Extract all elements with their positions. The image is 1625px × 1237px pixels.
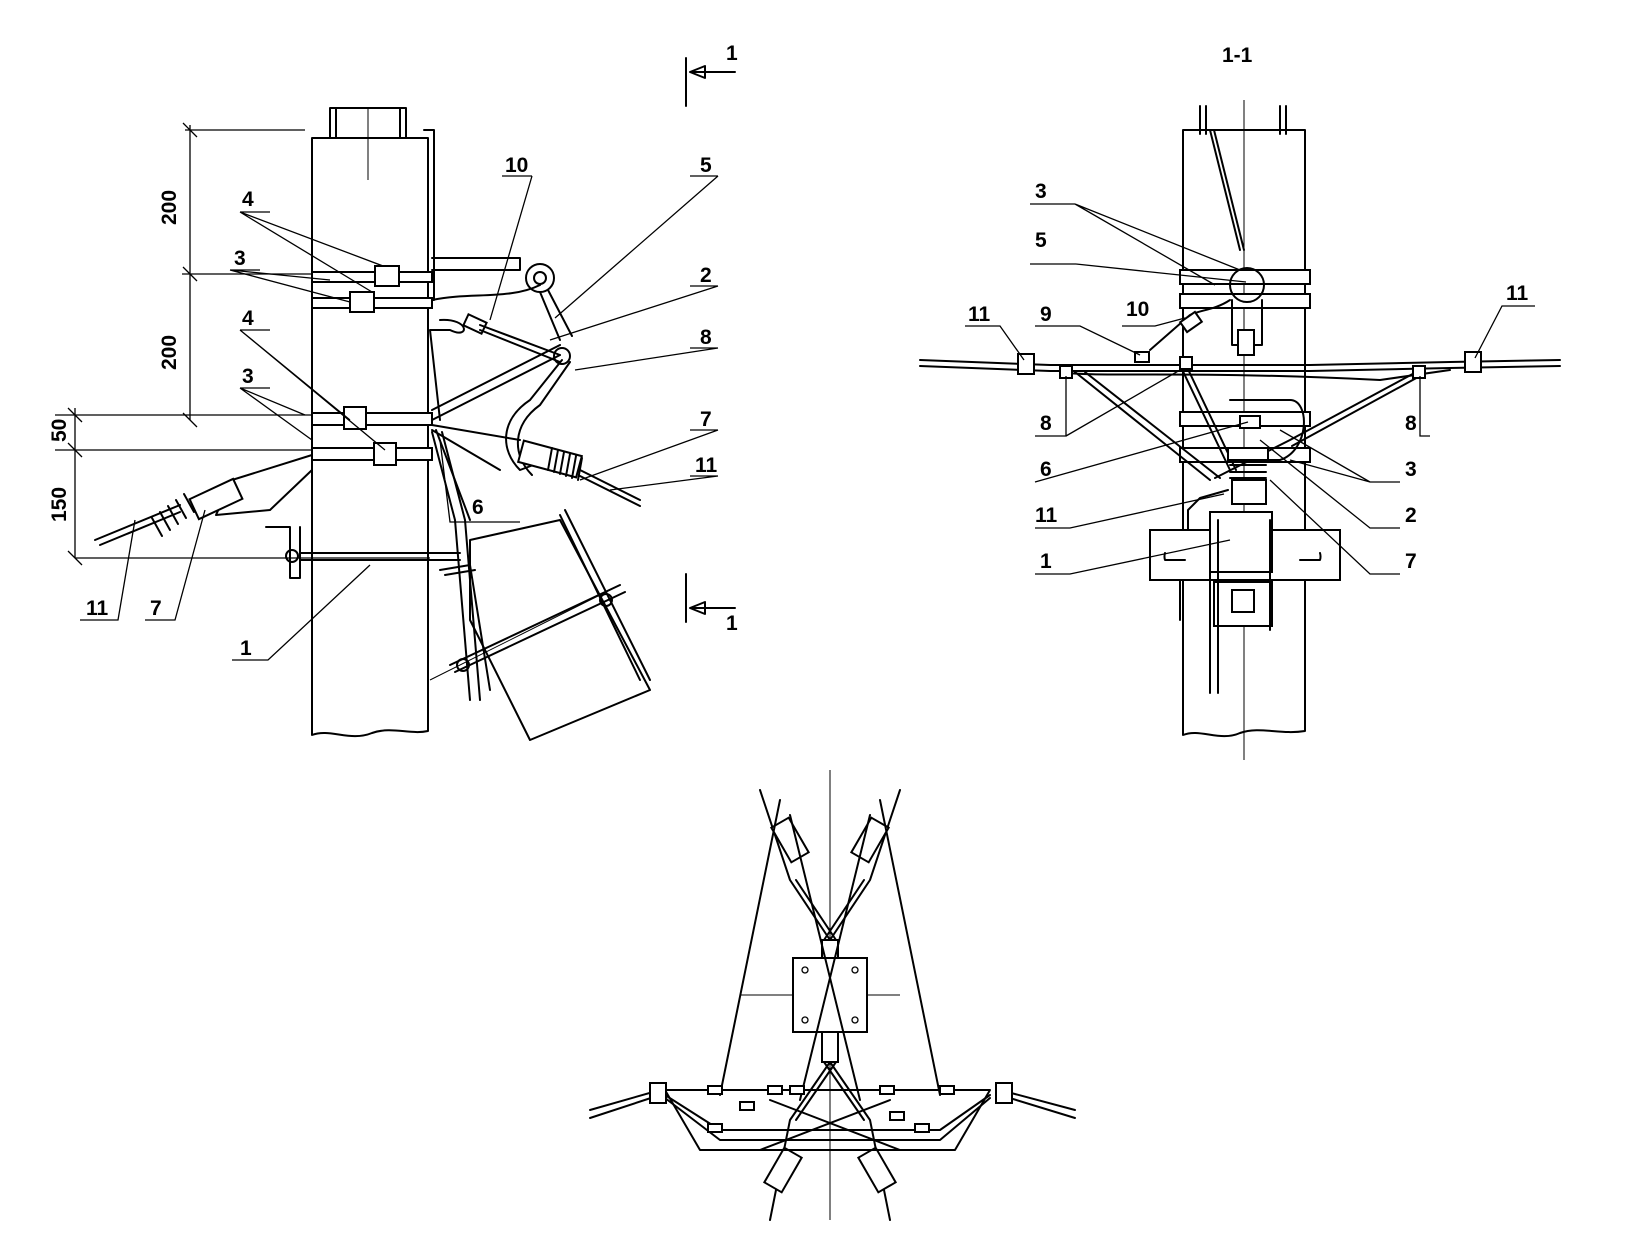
section-callouts: 3 5 11 9 10 11 8 8 6 3 11 2 1 7 <box>968 180 1529 573</box>
callout-1: 1 <box>240 637 252 660</box>
dim-200-bottom: 200 <box>158 335 181 370</box>
callout-10: 10 <box>505 154 528 177</box>
callout-3-top: 3 <box>1035 180 1047 203</box>
through-bolt <box>265 526 461 579</box>
callout-5: 5 <box>700 154 712 177</box>
callout-11-left: 11 <box>968 303 991 326</box>
callout-6: 6 <box>1040 458 1052 481</box>
plan-wires <box>589 799 1076 1151</box>
section-leaders <box>965 203 1535 575</box>
cabinet-box <box>429 509 651 741</box>
callout-4-bottom: 4 <box>242 307 254 330</box>
pole-clamps <box>311 265 433 466</box>
callout-2: 2 <box>1405 504 1417 527</box>
section-mark-bottom: 1 <box>726 612 738 635</box>
plan-view <box>589 770 1076 1221</box>
callout-9: 9 <box>1040 303 1052 326</box>
callout-11-bottom: 11 <box>1035 504 1058 527</box>
section-mark: 1 1 <box>685 42 738 635</box>
dim-200-top: 200 <box>158 190 181 225</box>
dim-150: 150 <box>48 487 71 522</box>
right-insulator <box>516 439 641 507</box>
callout-7: 7 <box>1405 550 1417 573</box>
callout-8-left: 8 <box>1040 412 1052 435</box>
callout-11-right: 11 <box>1506 282 1529 305</box>
section-title: 1-1 <box>1222 44 1253 67</box>
pole-section <box>1182 100 1306 760</box>
callout-11-right: 11 <box>695 454 718 477</box>
bracket-and-wires <box>429 257 573 701</box>
section-view-1-1: 1-1 <box>919 44 1561 760</box>
callout-4-top: 4 <box>242 188 254 211</box>
callout-3-bottom: 3 <box>1405 458 1417 481</box>
side-elevation-view: 1 1 200 200 50 150 <box>48 42 738 741</box>
leader-lines <box>80 175 719 661</box>
section-bracket <box>1149 267 1265 356</box>
callout-11-left: 11 <box>86 597 109 620</box>
dim-50: 50 <box>48 419 71 442</box>
section-bolt-bracket <box>1149 511 1341 694</box>
left-insulator <box>94 454 313 546</box>
callout-8: 8 <box>700 326 712 349</box>
callout-10: 10 <box>1126 298 1149 321</box>
callout-labels: 10 5 2 8 7 11 6 4 3 4 3 11 7 1 <box>86 154 718 660</box>
section-mark-top: 1 <box>726 42 738 65</box>
callout-7-right: 7 <box>700 408 712 431</box>
callout-2: 2 <box>700 264 712 287</box>
callout-3-bottom: 3 <box>242 365 254 388</box>
section-end-clamps <box>1017 351 1482 379</box>
callout-8-right: 8 <box>1405 412 1417 435</box>
callout-6: 6 <box>472 496 484 519</box>
callout-5: 5 <box>1035 229 1047 252</box>
callout-1: 1 <box>1040 550 1052 573</box>
plan-base-plate <box>792 939 868 1063</box>
callout-3-top: 3 <box>234 247 246 270</box>
callout-7-left: 7 <box>150 597 162 620</box>
